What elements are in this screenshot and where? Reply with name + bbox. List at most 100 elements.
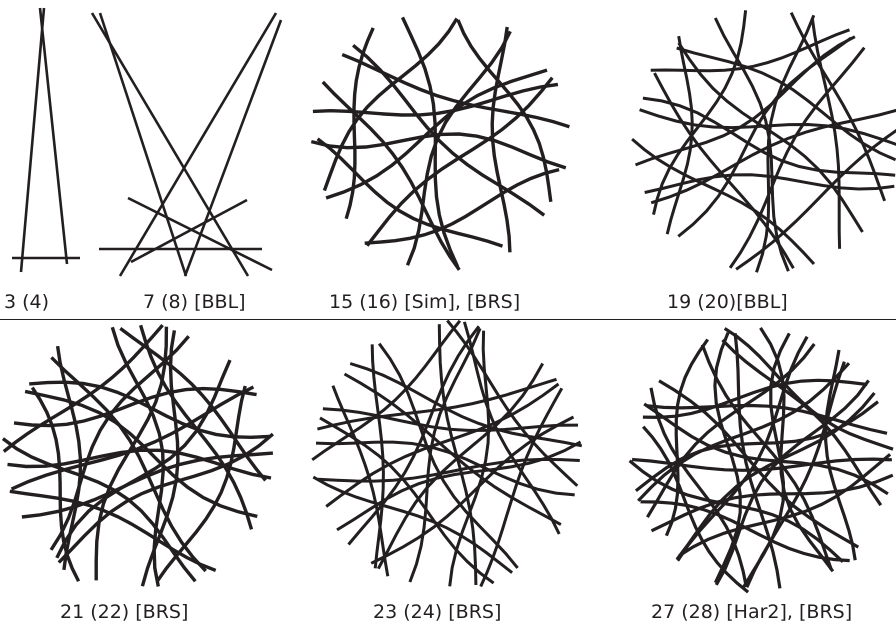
pseudoline — [405, 30, 512, 266]
arrangement-7-lines — [90, 12, 283, 277]
pseudoline — [318, 457, 580, 483]
pseudoline — [331, 385, 390, 577]
pseudoline — [700, 344, 833, 571]
pseudoline — [90, 12, 250, 277]
pseudoline — [676, 46, 896, 162]
pseudoline — [21, 451, 274, 519]
pseudoline — [721, 338, 883, 507]
pseudoline — [352, 43, 546, 217]
pseudoline — [745, 361, 846, 588]
pseudoline — [118, 12, 278, 277]
pseudoline — [755, 14, 816, 273]
pseudoline — [664, 338, 710, 537]
pseudoline — [325, 68, 548, 200]
pseudoline — [634, 400, 879, 493]
pseudoline — [650, 108, 896, 205]
pseudoline — [642, 378, 868, 420]
pseudoline — [658, 379, 860, 549]
pseudoline — [312, 82, 559, 117]
pseudoline — [456, 19, 553, 203]
pseudoline — [446, 319, 579, 487]
pseudoline — [665, 35, 694, 235]
pseudoline — [714, 379, 870, 586]
pseudoline — [642, 96, 896, 177]
pseudoline — [728, 46, 866, 269]
pseudoline — [322, 407, 579, 432]
pseudoline — [317, 377, 557, 431]
pseudoline — [110, 326, 165, 587]
pseudoline — [322, 17, 459, 192]
row-divider — [0, 319, 896, 320]
arrangement-19-curves — [631, 10, 896, 273]
pseudoline — [437, 324, 478, 586]
caption-3-lines: 3 (4) — [4, 291, 50, 313]
arrangement-27-curves — [628, 327, 894, 594]
pseudoline — [824, 349, 857, 561]
caption-19-lines: 19 (20)[BBL] — [667, 291, 788, 313]
pseudoline — [10, 385, 255, 491]
pseudoline — [57, 432, 274, 564]
pseudoline — [155, 385, 247, 583]
pseudoline — [50, 356, 207, 573]
pseudoline — [713, 332, 742, 584]
pseudoline — [377, 342, 519, 569]
pseudoline — [479, 387, 564, 588]
pseudoline — [349, 362, 583, 448]
pseudoline — [321, 80, 461, 271]
arrangement-15-curves — [310, 16, 570, 271]
pseudoline — [2, 323, 164, 453]
pseudoline — [183, 19, 283, 277]
caption-7-lines: 7 (8) [BBL] — [143, 291, 246, 313]
pseudoline — [98, 12, 188, 277]
pseudoline — [140, 330, 180, 587]
pseudoline — [49, 335, 190, 551]
pseudoline — [643, 402, 889, 496]
pseudoline — [376, 362, 545, 570]
caption-15-lines: 15 (16) [Sim], [BRS] — [329, 291, 521, 313]
pseudoline — [678, 453, 892, 558]
caption-27-lines: 27 (28) [Har2], [BRS] — [651, 601, 853, 623]
pseudoline — [19, 7, 46, 273]
arrangement-21-curves — [1, 323, 274, 587]
pseudoline — [311, 319, 462, 462]
pseudoline — [735, 128, 896, 271]
arrangement-23-curves — [311, 319, 583, 588]
pseudoline — [9, 489, 217, 572]
pseudoline — [649, 387, 748, 588]
pseudoline — [365, 76, 554, 247]
pseudoline — [646, 343, 816, 519]
pseudoline — [448, 330, 491, 587]
pseudoline — [408, 327, 482, 583]
pseudoline — [676, 335, 809, 562]
pseudoline — [38, 7, 69, 265]
arrangement-3-lines — [12, 7, 80, 273]
caption-21-lines: 21 (22) [BRS] — [60, 601, 189, 623]
pseudoline — [343, 372, 562, 526]
pseudoline — [650, 473, 894, 533]
pseudoline — [639, 108, 896, 146]
pseudoline — [347, 325, 481, 546]
pseudoline — [364, 167, 560, 245]
pseudoline — [650, 28, 851, 73]
caption-23-lines: 23 (24) [BRS] — [373, 601, 502, 623]
pseudoline — [370, 344, 385, 569]
pseudoline — [55, 359, 232, 559]
pseudoline — [810, 17, 842, 249]
pseudoline — [652, 10, 748, 215]
pseudoline — [130, 198, 248, 264]
pseudoline — [637, 362, 851, 502]
pseudoline — [634, 35, 856, 167]
pseudoline — [644, 173, 895, 194]
pseudoline — [733, 333, 782, 589]
pseudoline — [789, 11, 887, 202]
pseudoline — [127, 196, 273, 272]
pseudoline — [490, 26, 512, 253]
pseudoline — [631, 137, 816, 266]
pseudoline — [316, 137, 504, 248]
pseudoline — [370, 415, 575, 565]
pseudoline — [462, 321, 561, 535]
pseudoline — [138, 324, 254, 530]
pseudoline — [13, 386, 257, 428]
